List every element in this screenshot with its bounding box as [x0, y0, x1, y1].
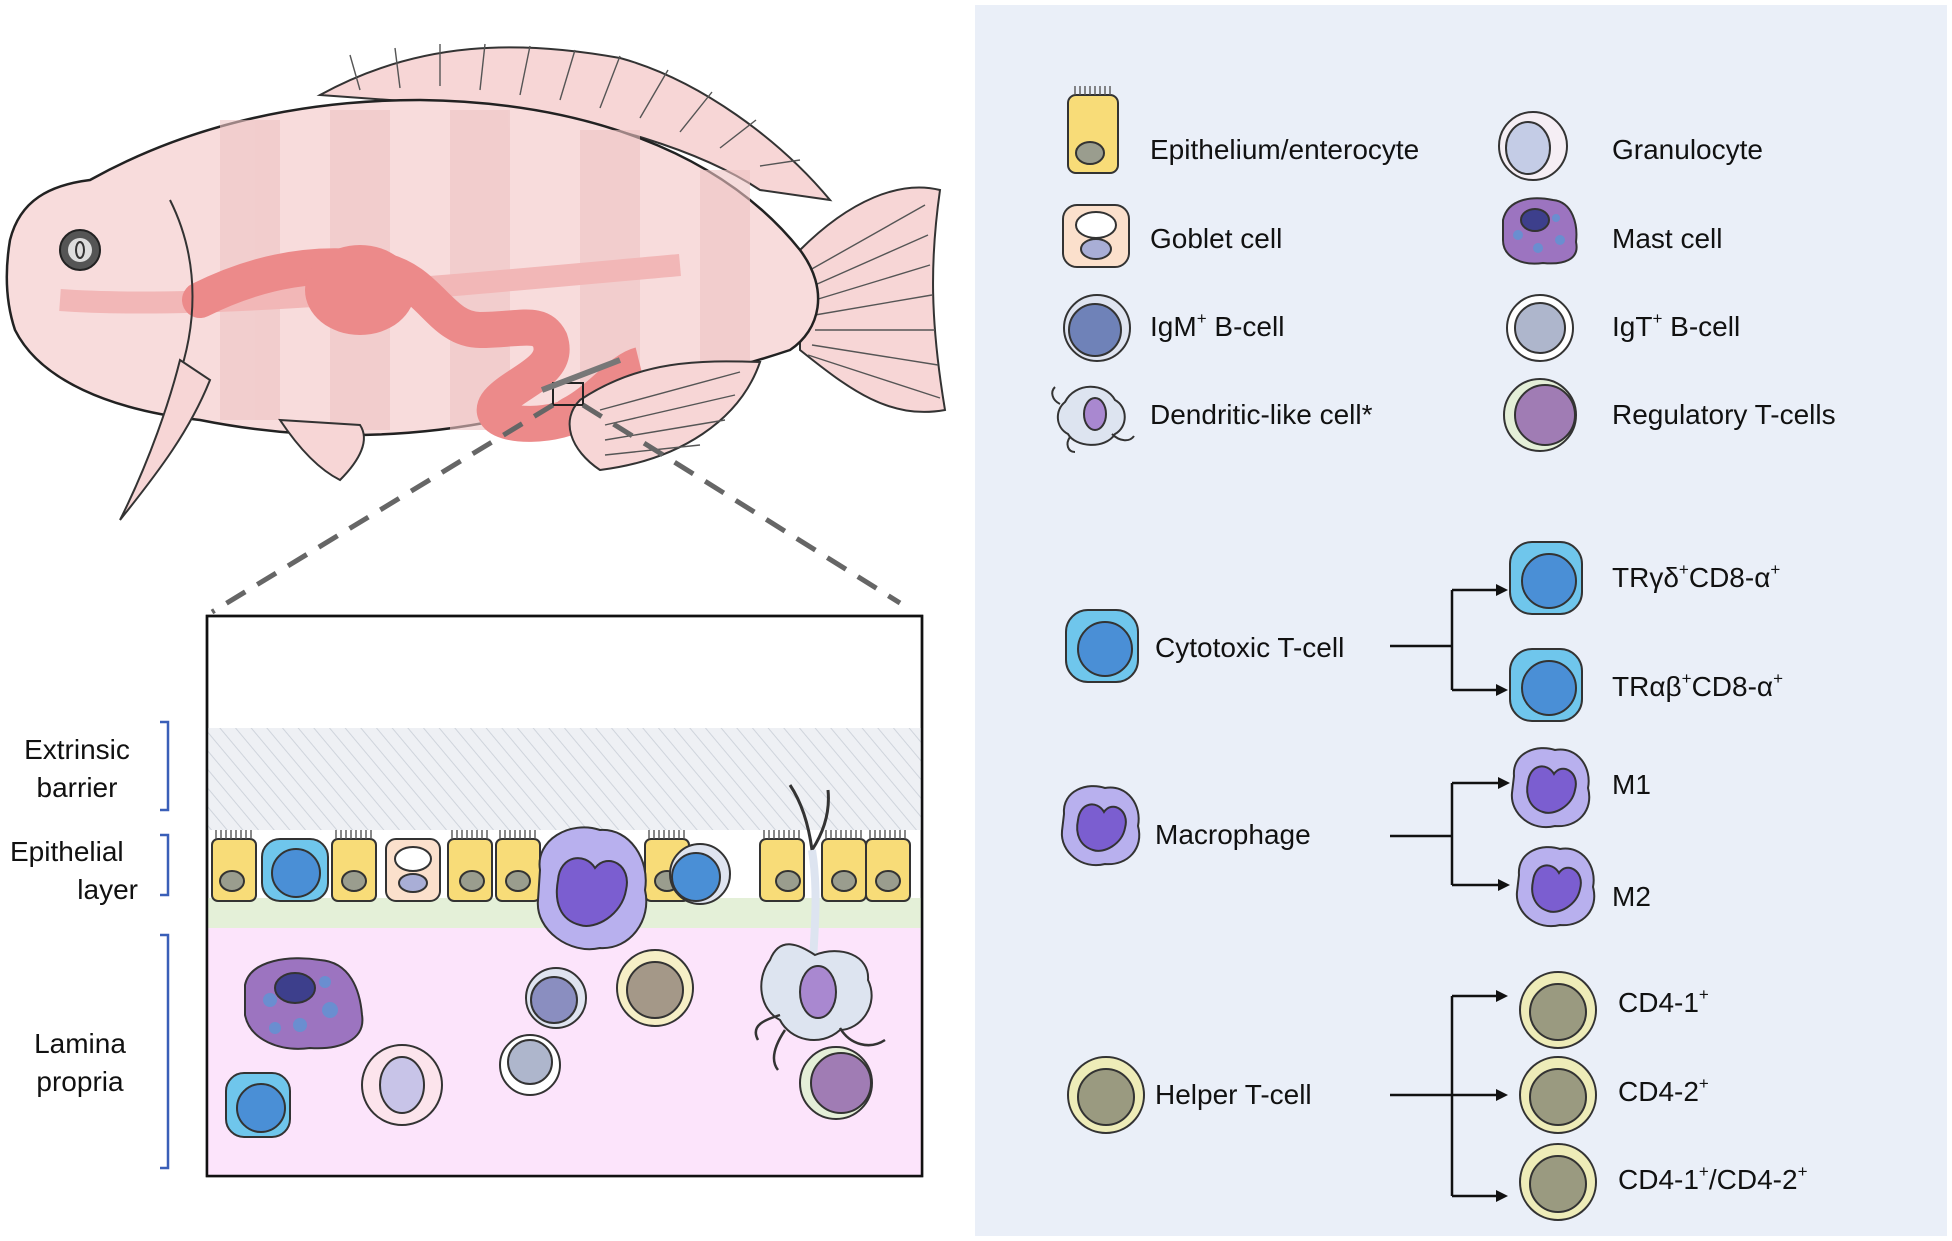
legend-igt-label: IgT+ B-cell	[1612, 310, 1740, 344]
tr-ab-sup1: +	[1681, 669, 1692, 688]
m1-label: M1	[1612, 769, 1651, 800]
lamina-propria-label: Lamina propria	[5, 1025, 155, 1101]
legend-treg-label: Regulatory T-cells	[1612, 399, 1836, 430]
legend-dendritic-icon	[1051, 385, 1135, 453]
zone-brackets	[160, 720, 170, 1170]
macrophage-in-tissue	[536, 826, 648, 951]
legend-igt-icon	[1506, 294, 1574, 362]
cd4-both-label: CD4-1+/CD4-2+	[1618, 1163, 1808, 1197]
legend-epithelium-label: Epithelium/enterocyte	[1150, 134, 1420, 165]
igt-sup: +	[1652, 309, 1663, 328]
extrinsic-barrier-zone	[208, 728, 921, 830]
legend-m2-icon	[1515, 846, 1596, 928]
legend-cd42-icon	[1519, 1056, 1597, 1134]
tr-gd-cd8-text: CD8-α	[1688, 562, 1771, 593]
pelvic-fin	[119, 358, 212, 521]
helper-label: Helper T-cell	[1155, 1079, 1312, 1110]
igt-text: IgT	[1612, 311, 1653, 342]
legend-macrophage-icon	[1060, 785, 1141, 867]
cd41-sup: +	[1698, 985, 1709, 1004]
legend-tr-gd-icon	[1509, 541, 1583, 615]
macrophage-label: Macrophage	[1155, 819, 1311, 850]
tr-gd-sup1: +	[1678, 560, 1689, 579]
tissue-section	[205, 614, 924, 1178]
cd4-both-sup1: +	[1698, 1162, 1709, 1181]
dendritic-cell-in-tissue	[754, 784, 886, 1071]
arrow-heads	[1496, 584, 1510, 1202]
cd4-both-text2: /CD4-2	[1708, 1164, 1798, 1195]
legend-dendritic-label: Dendritic-like cell*	[1150, 399, 1373, 430]
legend-epithelium-icon	[1067, 85, 1119, 174]
tr-ab-text: TRαβ	[1612, 671, 1682, 702]
legend-mast-icon	[1502, 197, 1578, 265]
tr-ab-sup2: +	[1773, 669, 1784, 688]
igm-bcell-text: B-cell	[1206, 311, 1285, 342]
cd42-text: CD4-2	[1618, 1076, 1699, 1107]
legend-goblet-label: Goblet cell	[1150, 223, 1283, 254]
extrinsic-barrier-line2: barrier	[36, 772, 118, 803]
extrinsic-barrier-line1: Extrinsic	[24, 734, 130, 765]
igt-bcell-text: B-cell	[1662, 311, 1741, 342]
legend-mast-label: Mast cell	[1612, 223, 1723, 254]
tail-fin	[799, 186, 947, 413]
legend-granulocyte-label: Granulocyte	[1612, 134, 1763, 165]
legend-goblet-icon	[1062, 204, 1130, 268]
cytotoxic-label: Cytotoxic T-cell	[1155, 632, 1345, 663]
epithelial-layer-line2: layer	[77, 874, 138, 905]
tr-gd-label: TRγδ+CD8-α+	[1612, 561, 1780, 595]
cd41-text: CD4-1	[1618, 987, 1699, 1018]
extrinsic-barrier-label: Extrinsic barrier	[2, 731, 152, 807]
cd42-sup: +	[1698, 1074, 1709, 1093]
igm-sup: +	[1196, 309, 1207, 328]
branch-arrows	[1390, 588, 1502, 1198]
cd41-label: CD4-1+	[1618, 986, 1709, 1020]
igm-text: IgM	[1150, 311, 1197, 342]
tr-gd-text: TRγδ	[1612, 562, 1679, 593]
cd4-both-sup2: +	[1797, 1162, 1808, 1181]
tr-gd-sup2: +	[1770, 560, 1781, 579]
fish-illustration	[5, 43, 947, 521]
lamina-propria-line2: propria	[36, 1066, 124, 1097]
tr-ab-cd8-text: CD8-α	[1691, 671, 1774, 702]
cd42-label: CD4-2+	[1618, 1075, 1709, 1109]
legend-m1-icon	[1510, 747, 1591, 829]
legend-helper-icon	[1067, 1056, 1145, 1134]
epithelial-layer-label: Epithelial layer	[10, 833, 160, 909]
legend-igm-label: IgM+ B-cell	[1150, 310, 1284, 344]
legend-igm-icon	[1063, 294, 1131, 362]
legend-cd41-icon	[1519, 971, 1597, 1049]
tr-ab-label: TRαβ+CD8-α+	[1612, 670, 1783, 704]
anal-fin	[568, 360, 762, 472]
cd4-both-text1: CD4-1	[1618, 1164, 1699, 1195]
legend-granulocyte-icon	[1498, 111, 1568, 181]
legend-cd4-both-icon	[1519, 1143, 1597, 1221]
legend-panel	[975, 5, 1947, 1236]
mast-cell-in-tissue	[244, 957, 364, 1050]
m2-label: M2	[1612, 881, 1651, 912]
epithelial-cells	[211, 829, 911, 905]
legend-tr-ab-icon	[1509, 648, 1583, 722]
epithelial-layer-line1: Epithelial	[10, 836, 124, 867]
legend-cytotoxic-icon	[1065, 609, 1139, 683]
legend-treg-icon	[1503, 378, 1577, 452]
lamina-propria-line1: Lamina	[34, 1028, 126, 1059]
